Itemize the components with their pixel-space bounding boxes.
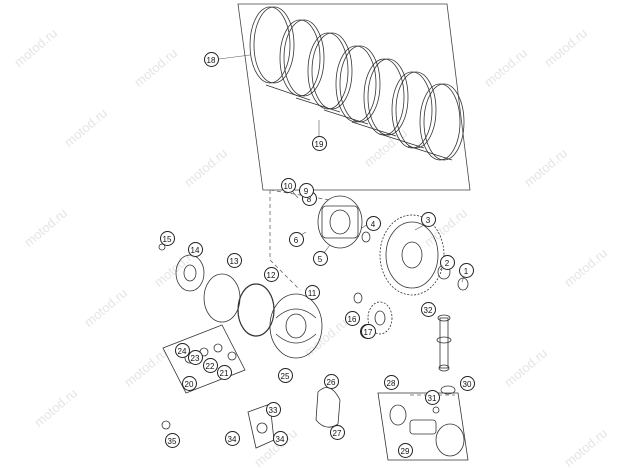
primary-gear [379,214,445,296]
callout-10: 10 [280,177,296,193]
callout-28: 28 [383,374,399,390]
slave-cylinder-box [377,392,469,461]
clutch-hub [317,195,363,249]
callout-24: 24 [174,342,190,358]
callout-12: 12 [263,266,279,282]
spring-ring [203,273,241,323]
hardware-box [162,324,246,394]
callout-18: 18 [203,51,219,67]
callout-20: 20 [181,375,197,391]
callout-9: 9 [298,182,314,198]
callout-30: 30 [459,375,475,391]
callout-34: 34 [272,430,288,446]
callout-29: 29 [397,442,413,458]
clutch-plates [249,6,465,161]
callout-15: 15 [159,230,175,246]
callout-6: 6 [288,231,304,247]
callout-4: 4 [365,215,381,231]
callout-17: 17 [360,323,376,339]
pressure-plate [269,293,323,359]
callout-21: 21 [216,364,232,380]
callout-34: 34 [224,430,240,446]
callout-35: 35 [164,432,180,448]
push-rod [436,314,452,372]
callout-32: 32 [420,301,436,317]
callout-22: 22 [202,357,218,373]
callout-23: 23 [187,349,203,365]
callout-2: 2 [439,254,455,270]
clutch-plates-box [237,3,471,191]
callout-31: 31 [424,389,440,405]
callout-3: 3 [420,211,436,227]
callout-5: 5 [312,250,328,266]
callout-13: 13 [226,252,242,268]
callout-1: 1 [458,262,474,278]
callout-11: 11 [304,284,320,300]
small-hardware [158,243,456,430]
o-ring [237,283,275,337]
callout-19: 19 [311,135,327,151]
callout-16: 16 [344,310,360,326]
cover-gasket [315,387,341,428]
callout-27: 27 [329,424,345,440]
callout-26: 26 [323,373,339,389]
callout-33: 33 [265,401,281,417]
callout-14: 14 [187,241,203,257]
callout-25: 25 [277,367,293,383]
friction-disc [175,254,205,292]
